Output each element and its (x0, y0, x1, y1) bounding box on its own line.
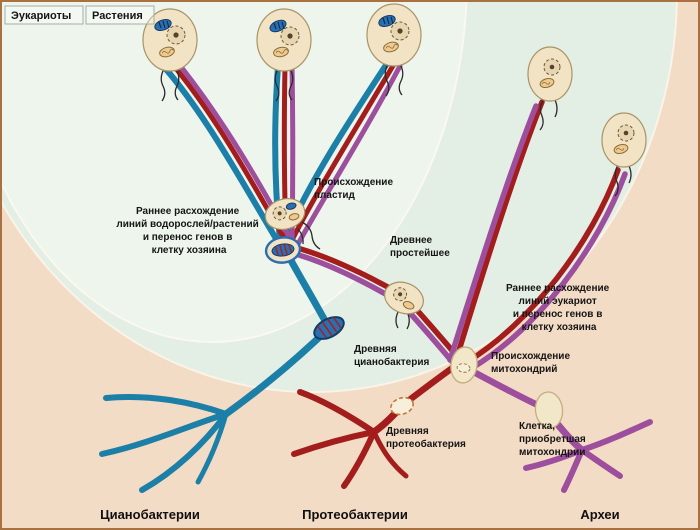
eukaryote-cell-1 (527, 46, 573, 131)
plastid-origin-label: Происхождение пластид (314, 177, 396, 201)
eukaryotes-tag-box (4, 5, 84, 25)
ancient-protist-label: Древнее простейшее (390, 235, 450, 259)
cell-with-mitochondria-label: Клетка, приобретшая митохондрии (519, 421, 589, 458)
mitochondria-origin-label: Происхождение митохондрий (491, 351, 573, 375)
cyanobacteria-label: Цианобактерии (100, 507, 200, 522)
ancient-cyanobacterium-label: Древняя цианобактерия (354, 344, 429, 368)
mitochondrion-icon (273, 46, 289, 58)
plant-cell-3 (366, 3, 422, 97)
plastid-icon (269, 19, 287, 33)
mitochondrion-icon (383, 41, 399, 53)
ancient-proteobacterium-cell (389, 396, 415, 416)
ancient-protist-cell (384, 281, 424, 315)
plastid-origin-cell (264, 198, 306, 230)
mitochondrion-icon (159, 46, 175, 58)
mitochondrion-icon (613, 143, 629, 155)
plant-cell-1 (142, 8, 198, 102)
plants-tag-box (85, 5, 155, 25)
mitochondrion-icon (539, 77, 555, 89)
plant-cell-2 (256, 8, 312, 102)
proteobacteria-label: Протеобактерии (302, 507, 408, 522)
archaea-label: Археи (580, 507, 619, 522)
plastid-icon (154, 18, 172, 32)
engulfed-cyanobacterium-cell (264, 236, 302, 264)
eukaryote-divergence-label: Раннее расхождение линий эукариот и пере… (506, 283, 612, 333)
eukaryotes-region-label: Эукариоты (11, 10, 71, 22)
ancient-cyanobacterium-cell (313, 316, 345, 340)
ancient-proteobacterium-label: Древняя протеобактерия (386, 426, 466, 450)
algae-divergence-label: Раннее расхождение линий водорослей/раст… (116, 206, 261, 256)
eukaryote-cell-2 (601, 112, 647, 197)
mitochondria-origin-cell (450, 346, 478, 384)
plastid-icon (378, 14, 396, 28)
mitochondria-acquired-cell (534, 391, 564, 429)
plants-region-label: Растения (92, 10, 143, 22)
